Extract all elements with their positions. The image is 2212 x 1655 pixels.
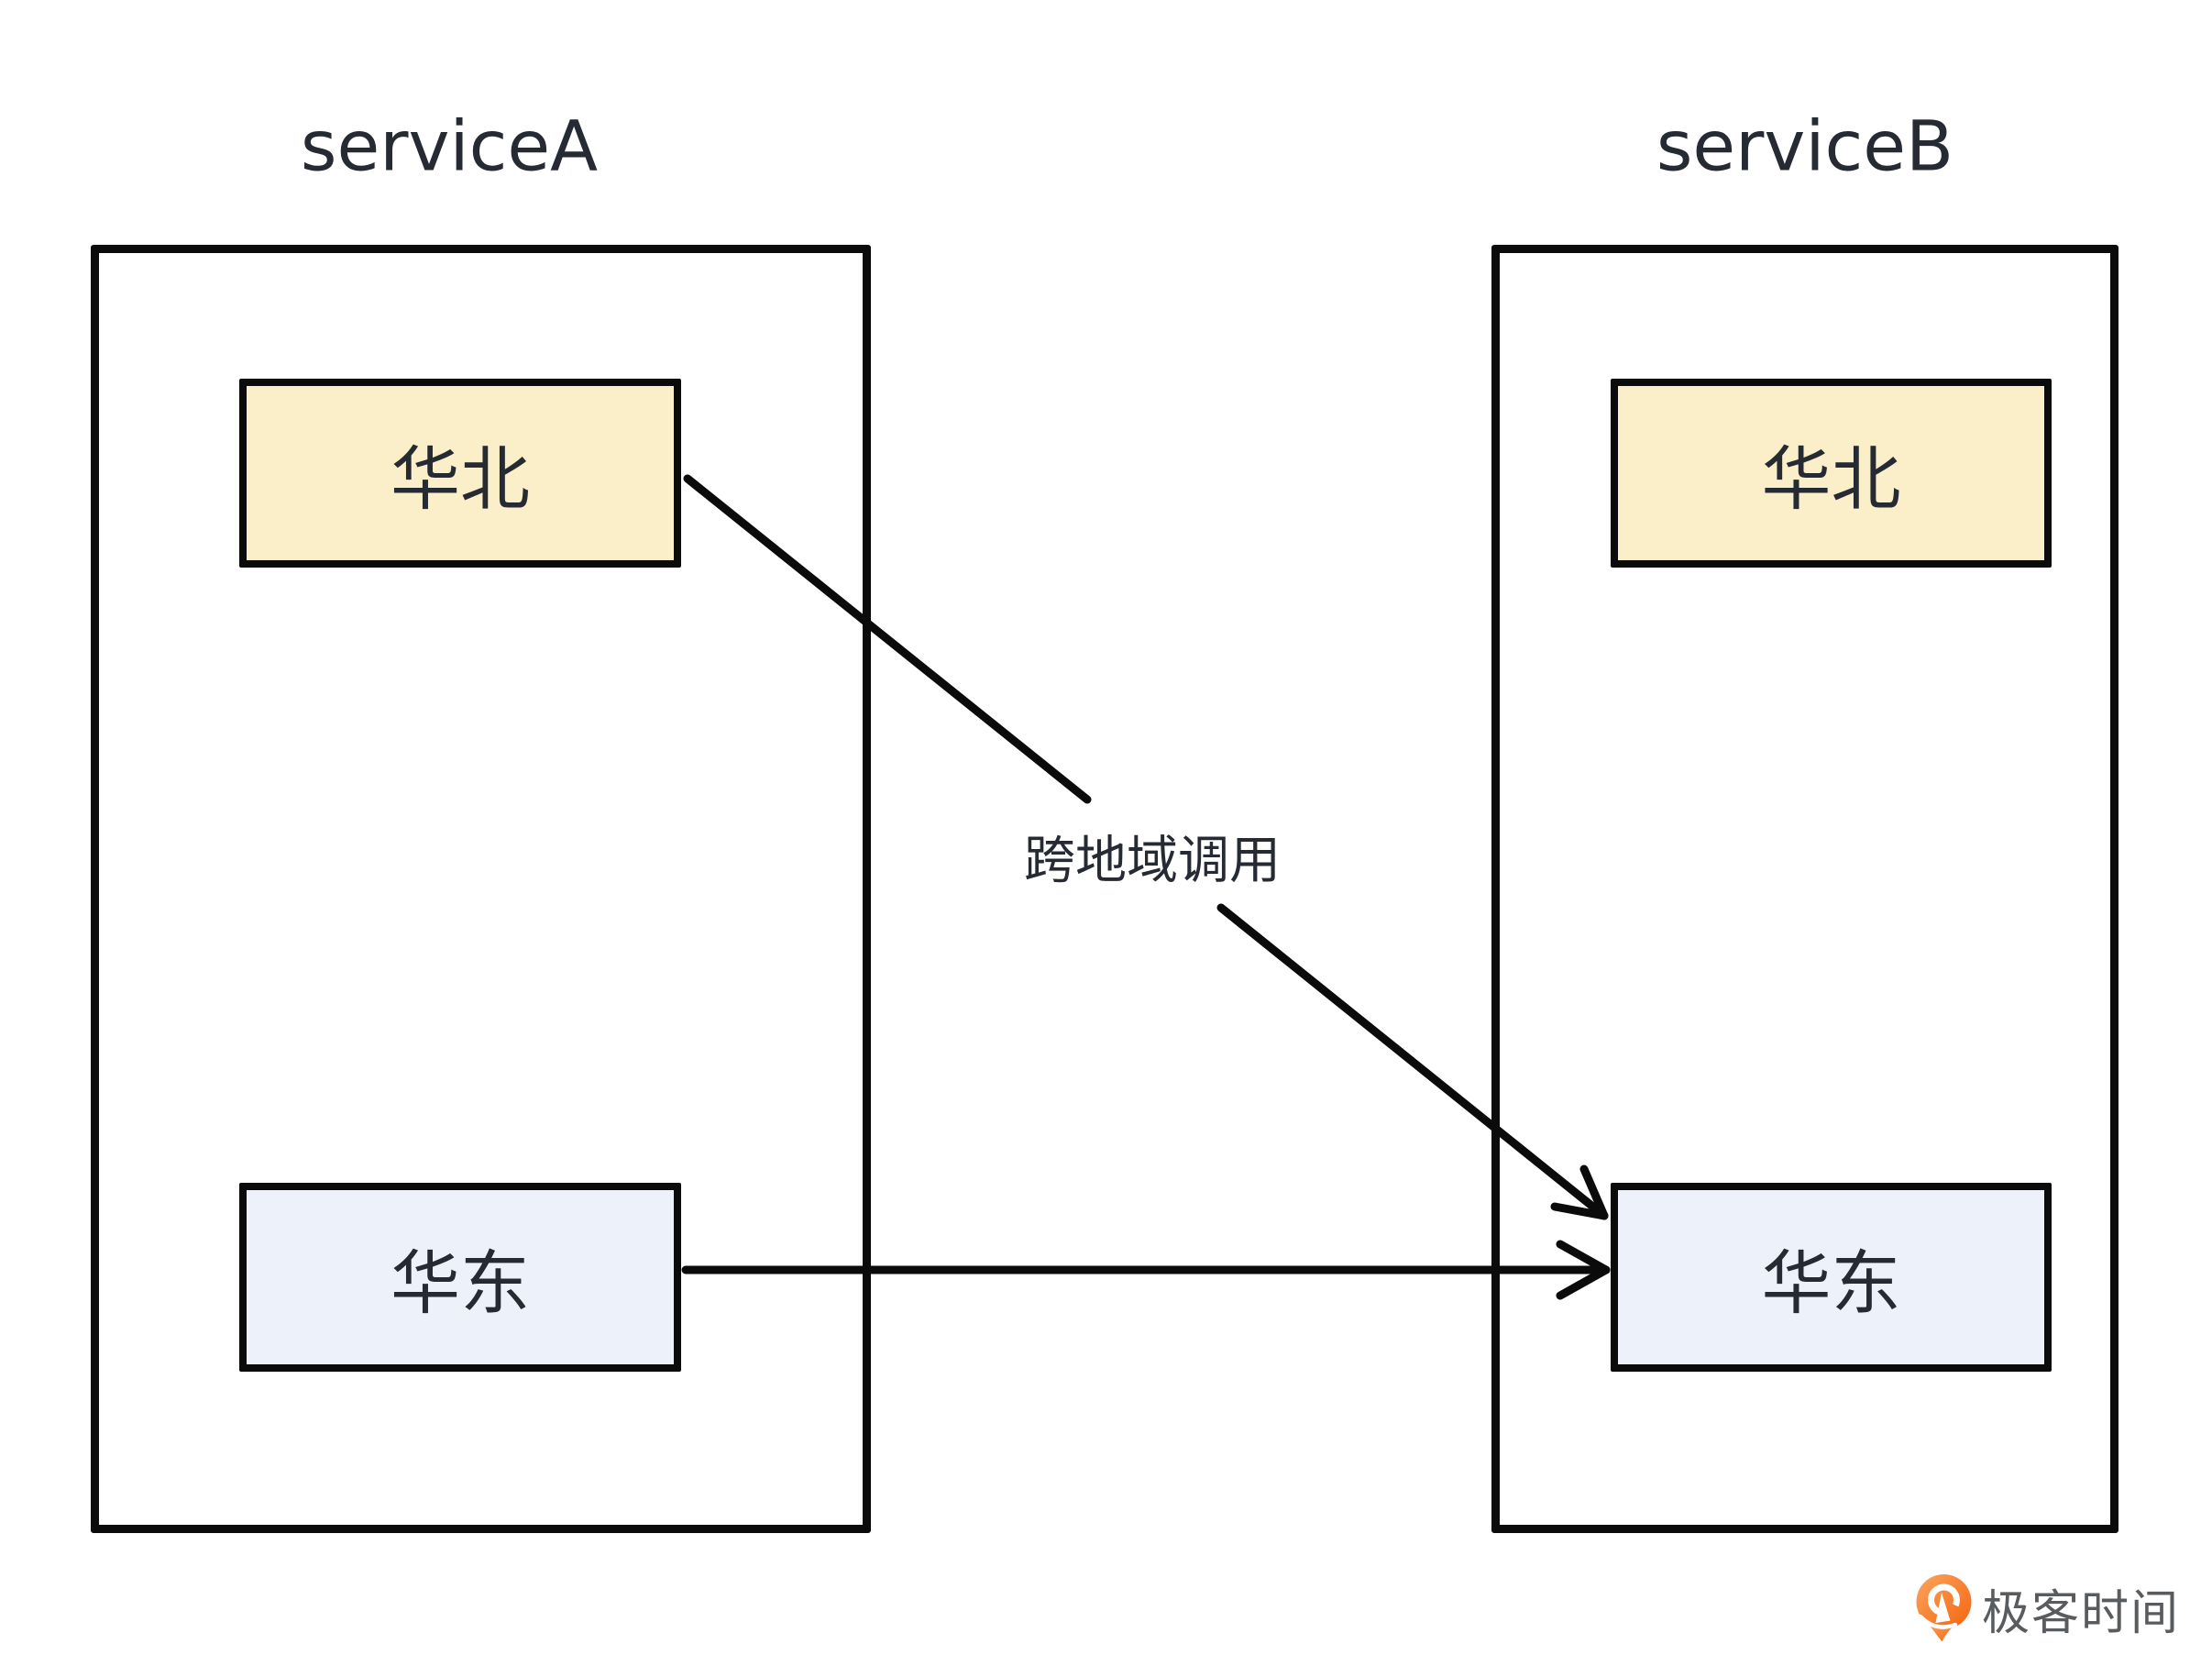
region-label: 华东 <box>1761 1242 1901 1324</box>
region-box-service-a-north: 华北 <box>239 379 681 568</box>
brand-footer: 极客时间 <box>1916 1573 2180 1643</box>
service-a-title: serviceA <box>300 105 599 187</box>
service-b-title: serviceB <box>1656 105 1954 187</box>
geektime-logo-icon <box>1916 1574 1972 1642</box>
cross-region-arrow-label: 跨地域调用 <box>1015 815 1290 898</box>
region-label: 华北 <box>391 438 530 520</box>
region-box-service-b-north: 华北 <box>1611 379 2052 568</box>
region-label: 华东 <box>391 1242 530 1324</box>
region-box-service-a-east: 华东 <box>239 1183 681 1372</box>
region-box-service-b-east: 华东 <box>1611 1183 2052 1372</box>
region-label: 华北 <box>1761 438 1901 520</box>
brand-wordmark: 极客时间 <box>1982 1585 2181 1641</box>
